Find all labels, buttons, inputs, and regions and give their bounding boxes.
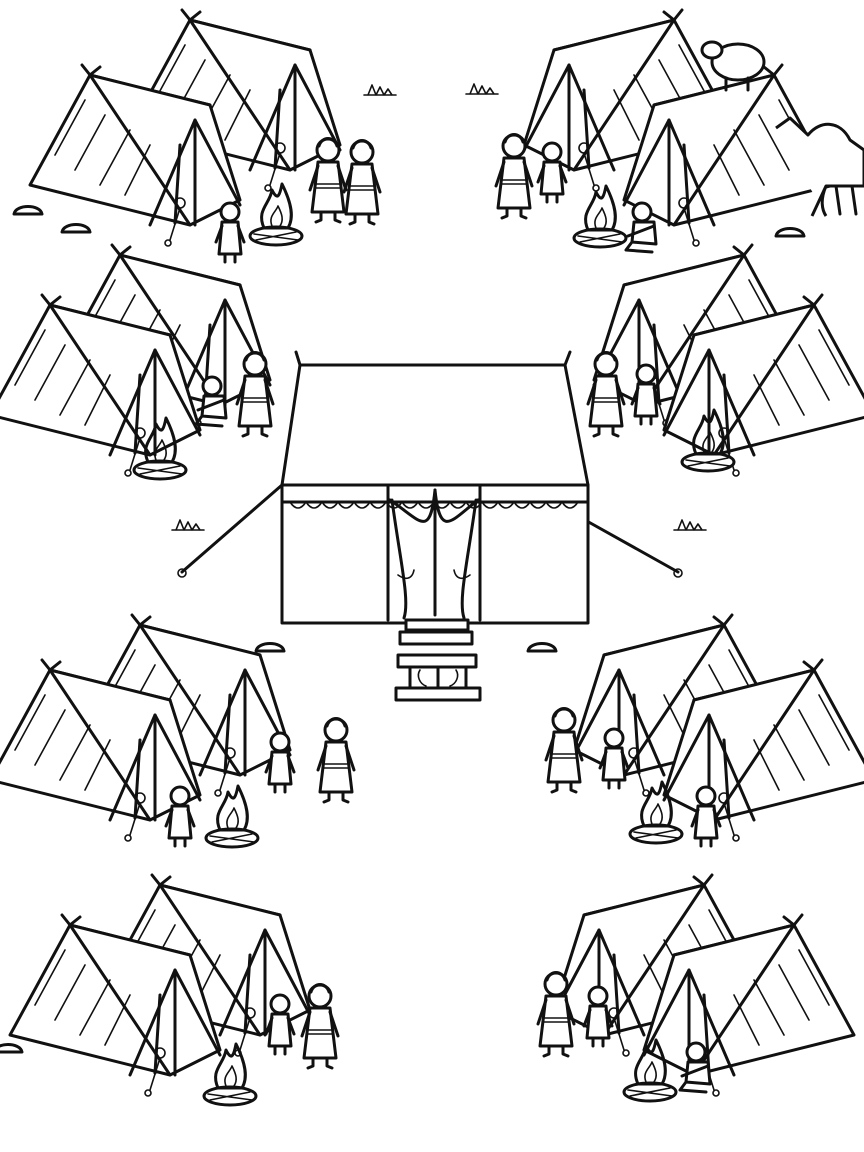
camp-group-bottom-left — [0, 873, 340, 1107]
child — [264, 731, 296, 794]
child — [214, 201, 246, 264]
campfire — [248, 182, 304, 247]
child — [264, 993, 296, 1056]
camp-group-top-left — [12, 8, 397, 264]
grass — [465, 83, 499, 95]
person — [342, 139, 382, 226]
rock — [12, 205, 44, 216]
campfire — [204, 784, 260, 849]
child — [536, 141, 568, 204]
rock — [60, 223, 92, 234]
grass — [171, 519, 205, 531]
tabernacle-tent — [178, 352, 682, 700]
person — [316, 717, 356, 804]
child — [164, 785, 196, 848]
camp-group-bottom-right — [536, 873, 856, 1103]
grass — [673, 519, 707, 531]
sitter — [624, 201, 658, 254]
camp-group-lower-mid-left — [0, 613, 356, 849]
rock — [0, 1043, 24, 1054]
child — [598, 727, 630, 790]
rock — [254, 642, 286, 653]
rock — [774, 227, 806, 238]
camp-group-top-right — [465, 8, 864, 254]
person — [544, 707, 584, 794]
child — [630, 363, 662, 426]
child — [690, 785, 722, 848]
camp-group-upper-mid-left — [0, 243, 275, 531]
child — [582, 985, 614, 1048]
camp-group-lower-mid-right — [544, 613, 864, 848]
campfire — [572, 184, 628, 249]
camel — [776, 118, 864, 216]
grass — [363, 84, 397, 96]
rock — [526, 642, 558, 653]
sheep — [702, 42, 764, 90]
camp-group-upper-mid-right — [586, 243, 864, 531]
